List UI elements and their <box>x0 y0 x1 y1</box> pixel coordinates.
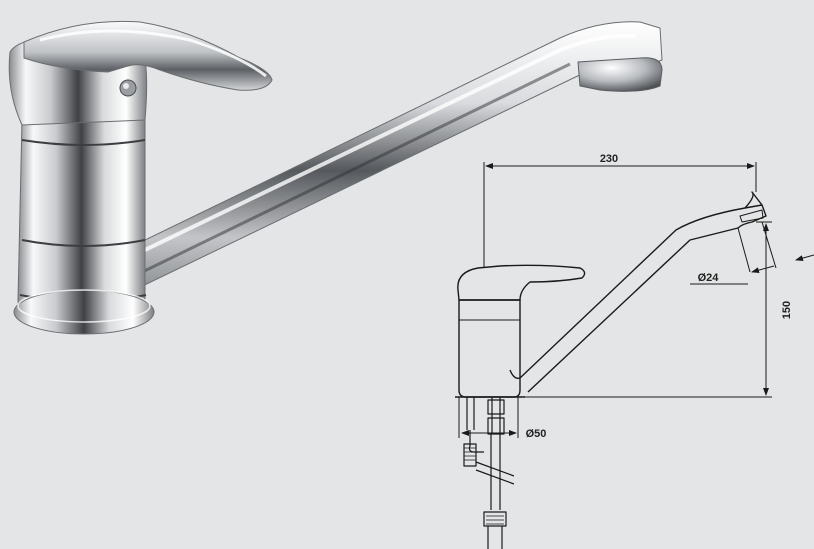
dimension-label-aerator: Ø24 <box>698 272 720 284</box>
drawing-spout <box>509 204 767 393</box>
aerator <box>577 57 663 92</box>
dimension-label-base: Ø50 <box>526 428 547 440</box>
dimension-label-height: 150 <box>781 301 793 319</box>
lever-handle <box>23 20 273 91</box>
faucet-base-ring <box>13 289 155 335</box>
technical-drawing <box>455 191 767 549</box>
dimension-label-reach: 230 <box>600 153 618 165</box>
faucet-photo <box>8 20 663 335</box>
drawing-lever <box>457 264 586 301</box>
drawing-hoses <box>463 397 515 549</box>
dimension-lines <box>458 162 814 438</box>
drawing-body <box>458 299 521 398</box>
